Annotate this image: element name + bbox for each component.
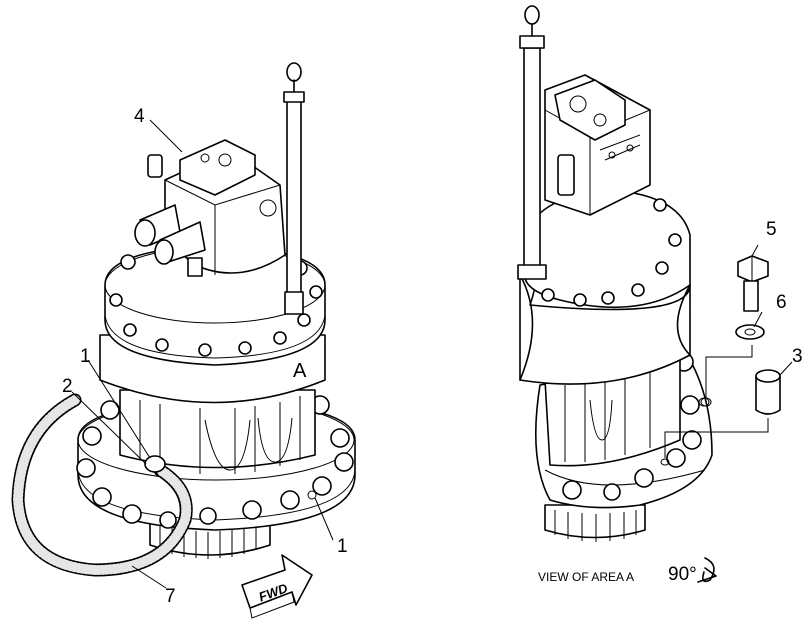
leader-bolt-hole bbox=[705, 345, 753, 398]
rotate-arrow-icon bbox=[697, 557, 717, 583]
leader-7 bbox=[131, 565, 167, 589]
right-detail-view: 5 6 3 VIEW OF AREA A 90° bbox=[517, 5, 803, 585]
callout-1-bottom: 1 bbox=[337, 536, 348, 557]
leader-6 bbox=[753, 311, 763, 328]
detail-lifting-rod bbox=[517, 5, 547, 280]
callout-7: 7 bbox=[165, 586, 176, 607]
callout-2: 2 bbox=[62, 376, 73, 397]
leader-plug-hole bbox=[664, 418, 769, 458]
callout-6: 6 bbox=[776, 292, 787, 313]
leader-5 bbox=[751, 244, 759, 257]
forward-arrow-icon: FWD bbox=[241, 554, 313, 619]
detail-upper-flange bbox=[523, 189, 691, 309]
leader-1-bottom bbox=[314, 497, 334, 541]
detail-ribbed-housing bbox=[544, 359, 681, 467]
area-a-label: A bbox=[293, 360, 307, 382]
leader-4 bbox=[149, 119, 183, 153]
detail-pinion bbox=[544, 504, 646, 542]
plug-part bbox=[755, 369, 781, 415]
left-swing-drive-assembly: A 4 1 2 1 7 FWD bbox=[11, 62, 356, 619]
view-caption: VIEW OF AREA A bbox=[538, 570, 634, 584]
callout-1-top: 1 bbox=[80, 346, 91, 367]
callout-4: 4 bbox=[134, 106, 145, 127]
bolt-part bbox=[737, 255, 769, 312]
hydraulic-motor bbox=[134, 139, 286, 277]
callout-5: 5 bbox=[766, 219, 777, 240]
leader-1-top bbox=[87, 359, 151, 459]
leader-3 bbox=[779, 361, 793, 376]
drain-hose bbox=[11, 393, 193, 577]
detail-upper-bolts bbox=[541, 198, 682, 307]
ribbed-housing bbox=[119, 389, 316, 474]
detail-motor bbox=[544, 74, 651, 216]
leader-2 bbox=[71, 391, 147, 465]
washer-part bbox=[735, 324, 765, 340]
rotation-label: 90° bbox=[668, 564, 697, 585]
callout-3: 3 bbox=[792, 346, 803, 367]
lifting-rod bbox=[283, 62, 305, 315]
